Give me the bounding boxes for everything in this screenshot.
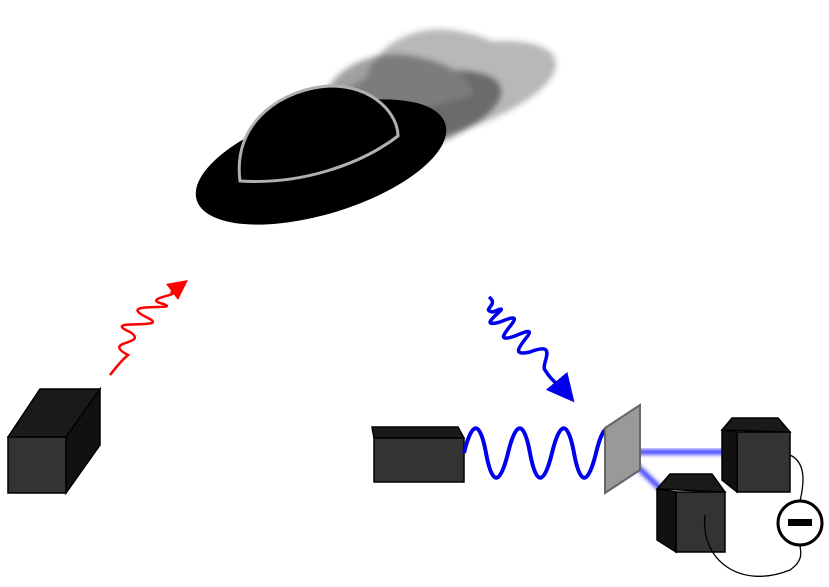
circuit-wire-icon: [703, 454, 804, 577]
ammeter-minus-icon: [776, 499, 824, 547]
blue-photon-icon: [486, 295, 575, 403]
red-photon-icon: [109, 280, 188, 376]
detector-box-icon: [720, 417, 792, 494]
detector-box-icon: [655, 473, 727, 554]
blue-wave-icon: [462, 426, 624, 480]
light-source-box-icon: [6, 386, 102, 496]
light-source-box-icon: [371, 426, 466, 483]
hat-icon: [195, 84, 447, 225]
metal-plate-icon: [604, 403, 641, 495]
